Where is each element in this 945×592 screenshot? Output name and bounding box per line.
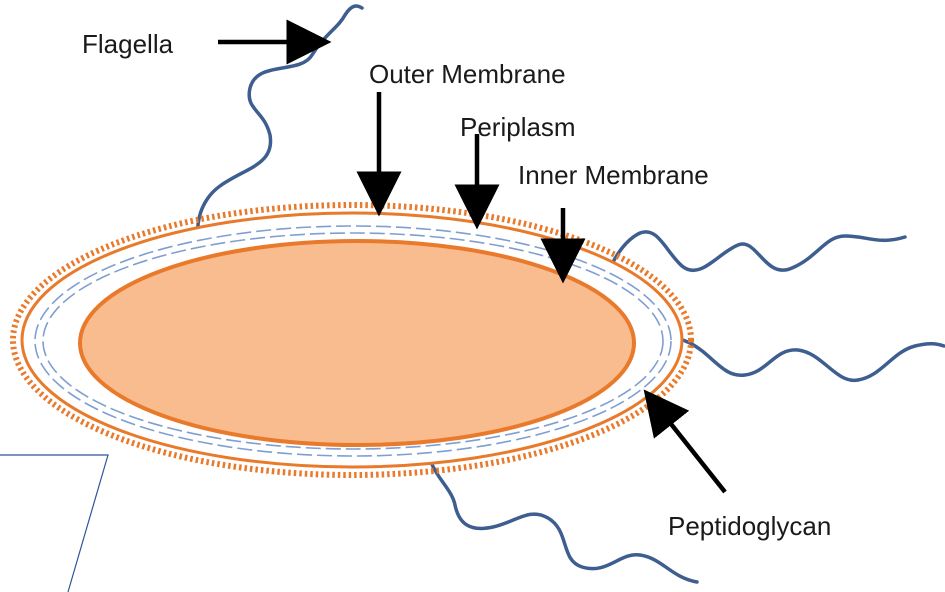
peptidoglycan-arrow [652,400,725,492]
label-flagella: Flagella [82,29,174,59]
callout-line [0,455,108,592]
inner-membrane-cytoplasm [80,241,634,445]
label-peptidoglycan: Peptidoglycan [668,511,831,541]
label-inner-membrane: Inner Membrane [518,160,709,190]
label-periplasm: Periplasm [460,112,576,142]
flagellum-bottom [430,460,697,582]
label-outer-membrane: Outer Membrane [369,59,566,89]
